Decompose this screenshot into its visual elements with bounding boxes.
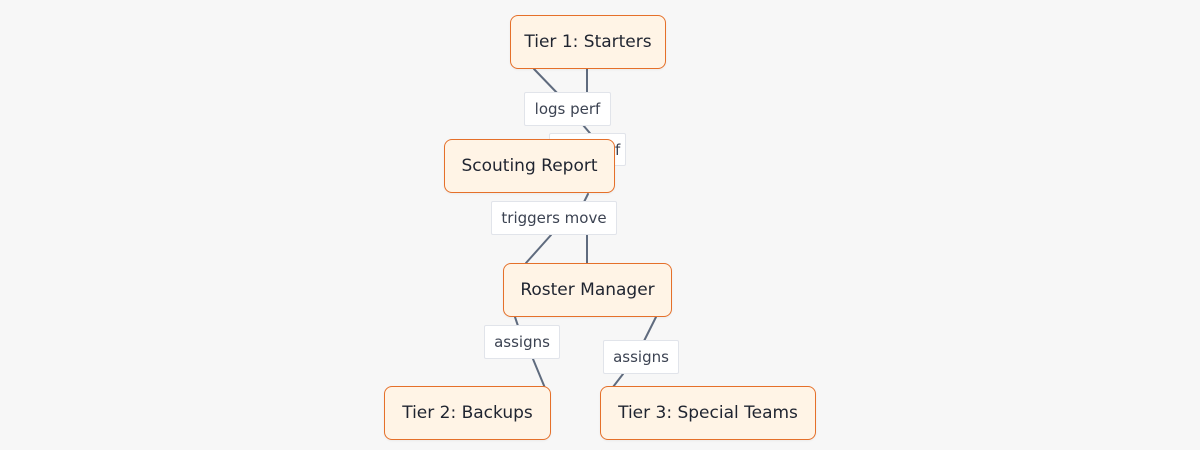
node-tier3-special-teams[interactable]: Tier 3: Special Teams — [600, 386, 816, 440]
edge-roster-to-backups-upper — [514, 316, 519, 327]
node-roster-manager[interactable]: Roster Manager — [503, 263, 672, 317]
edge-label-logs-perf: logs perf — [524, 92, 611, 126]
edge-roster-to-backups-lower — [532, 358, 546, 389]
edge-label-assigns-special: assigns — [603, 340, 679, 374]
node-scouting-report[interactable]: Scouting Report — [444, 139, 615, 193]
edge-scouting-to-roster-upper — [583, 193, 589, 203]
node-tier1-starters[interactable]: Tier 1: Starters — [510, 15, 666, 69]
edge-label-assigns-backups: assigns — [484, 325, 560, 359]
edge-roster-to-special-lower — [612, 373, 624, 388]
node-tier2-backups[interactable]: Tier 2: Backups — [384, 386, 551, 440]
edge-starters-to-scouting-left — [533, 68, 561, 97]
edge-scouting-to-roster-left — [525, 234, 552, 264]
edge-roster-to-special-upper — [643, 316, 657, 342]
edge-label-triggers-move: triggers move — [491, 201, 617, 235]
